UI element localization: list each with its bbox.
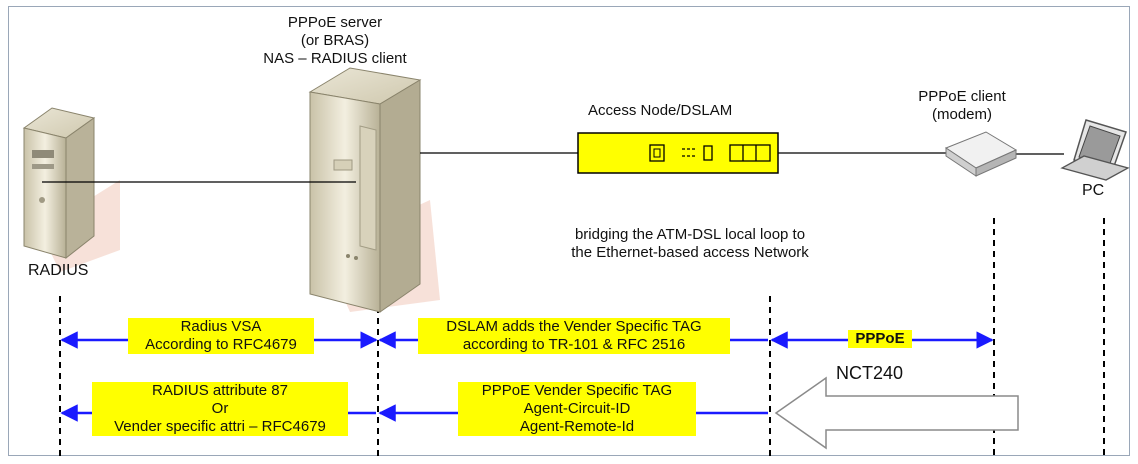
pppoe-tag-label: PPPoE Vender Specific TAG Agent-Circuit-… (458, 382, 696, 436)
laptop-icon (1060, 119, 1130, 181)
dslam-label: Access Node/DSLAM (588, 102, 733, 119)
bridging-note-line1: bridging the ATM-DSL local loop to (574, 226, 806, 243)
radius-attr-line1: RADIUS attribute 87 (152, 382, 288, 399)
dslam-tag-line2: according to TR-101 & RFC 2516 (462, 336, 686, 353)
radius-vsa-line1: Radius VSA (180, 318, 262, 335)
server-label-line1: PPPoE server (287, 14, 383, 31)
client-label-line2: (modem) (931, 106, 992, 123)
pppoe-tag-line2: Agent-Circuit-ID (523, 400, 631, 417)
radius-vsa-label: Radius VSA According to RFC4679 (128, 318, 314, 354)
pppoe-tag-line3: Agent-Remote-Id (519, 418, 635, 435)
radius-server-icon (22, 107, 120, 272)
client-label-line1: PPPoE client (918, 88, 1006, 105)
dslam-tag-line1: DSLAM adds the Vender Specific TAG (446, 318, 702, 335)
client-label: PPPoE client (modem) (906, 88, 1018, 124)
radius-label: RADIUS (28, 262, 89, 279)
pc-label: PC (1082, 182, 1105, 199)
bridging-note: bridging the ATM-DSL local loop to the E… (540, 226, 840, 262)
radius-attr-line2: Or (211, 400, 229, 417)
server-label-line2: (or BRAS) (300, 32, 370, 49)
diagram-frame (8, 6, 1130, 456)
network-links (42, 152, 1064, 183)
big-hollow-arrow (774, 376, 1019, 450)
pppoe-tag-line1: PPPoE Vender Specific TAG (481, 382, 673, 399)
radius-attr-line3: Vender specific attri – RFC4679 (114, 418, 326, 435)
nct-label: NCT240 (836, 363, 904, 383)
server-label: PPPoE server (or BRAS) NAS – RADIUS clie… (255, 14, 415, 68)
dslam-icon (577, 132, 779, 174)
server-label-line3: NAS – RADIUS client (263, 50, 407, 67)
pppoe-label: PPPoE (848, 330, 912, 348)
modem-icon (944, 131, 1018, 177)
dslam-tag-label: DSLAM adds the Vender Specific TAG accor… (418, 318, 730, 354)
pppoe-server-icon (308, 67, 440, 313)
radius-vsa-line2: According to RFC4679 (145, 336, 297, 353)
radius-attr-label: RADIUS attribute 87 Or Vender specific a… (92, 382, 348, 436)
bridging-note-line2: the Ethernet-based access Network (571, 244, 809, 261)
